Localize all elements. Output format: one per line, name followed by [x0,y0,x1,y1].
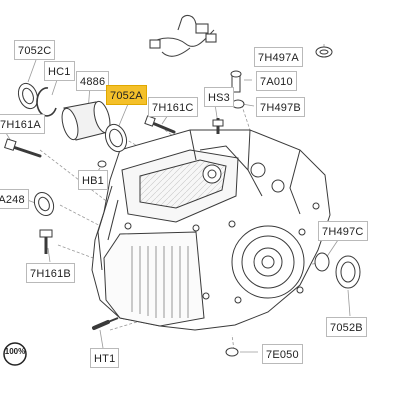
label-7052c[interactable]: 7052C [14,40,56,60]
label-ht1[interactable]: HT1 [90,348,120,368]
label-hc1[interactable]: HC1 [44,61,75,81]
zoom-label: 100% [4,347,26,356]
label-hb1[interactable]: HB1 [78,170,108,190]
label-7a248[interactable]: 7A248 [0,189,29,209]
label-7h497c[interactable]: 7H497C [318,221,368,241]
label-7h497b[interactable]: 7H497B [256,97,305,117]
label-7h161c[interactable]: 7H161C [148,97,198,117]
transmission-housing [91,129,331,331]
wiring-harness [149,14,217,57]
label-7h161b[interactable]: 7H161B [26,263,75,283]
label-7h161a[interactable]: 7H161A [0,114,45,134]
zoom-indicator[interactable]: 100% [2,341,28,367]
label-7h497a[interactable]: 7H497A [254,47,303,67]
label-hs3[interactable]: HS3 [204,87,234,107]
zoom-circle-icon [3,342,27,366]
loose-parts [4,46,361,357]
label-7a010[interactable]: 7A010 [256,71,297,91]
label-7e050[interactable]: 7E050 [262,344,303,364]
label-7052a[interactable]: 7052A [106,85,147,105]
label-4886[interactable]: 4886 [76,71,110,91]
label-7052b[interactable]: 7052B [326,317,367,337]
